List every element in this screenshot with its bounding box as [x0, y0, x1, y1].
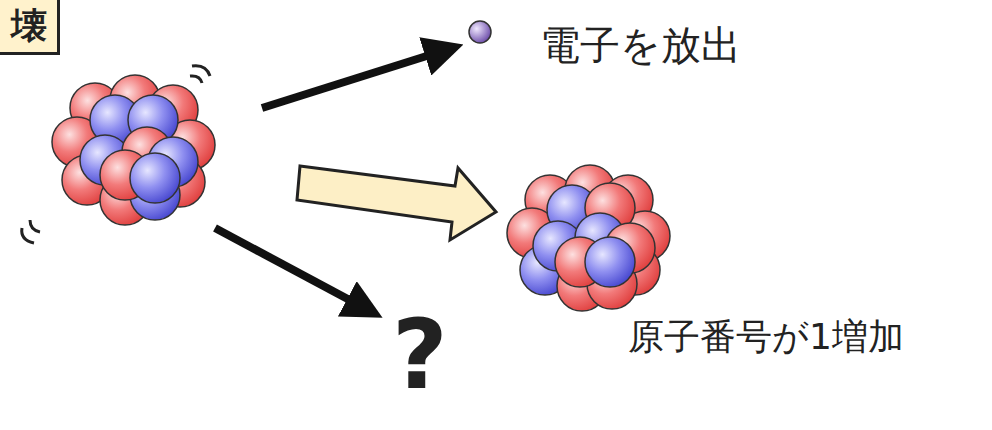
motion-mark: [30, 220, 40, 232]
motion-mark: [190, 76, 202, 83]
nucleus-before: [52, 75, 215, 225]
motion-mark: [22, 228, 34, 243]
nucleus-after: [507, 165, 670, 311]
motion-mark: [192, 66, 210, 76]
neutron-ball: [585, 237, 635, 287]
emission-arrow: [262, 48, 452, 108]
question-mark: ?: [392, 300, 448, 410]
electron: [469, 21, 491, 43]
emission-label: 電子を放出: [540, 22, 741, 68]
result-label: 原子番号が1増加: [628, 316, 904, 357]
transform-arrow: [297, 166, 496, 240]
tab-text: 壊: [11, 6, 47, 46]
unknown-arrow: [215, 228, 372, 312]
neutron-ball: [130, 153, 180, 203]
title-tab: 壊: [0, 0, 60, 55]
